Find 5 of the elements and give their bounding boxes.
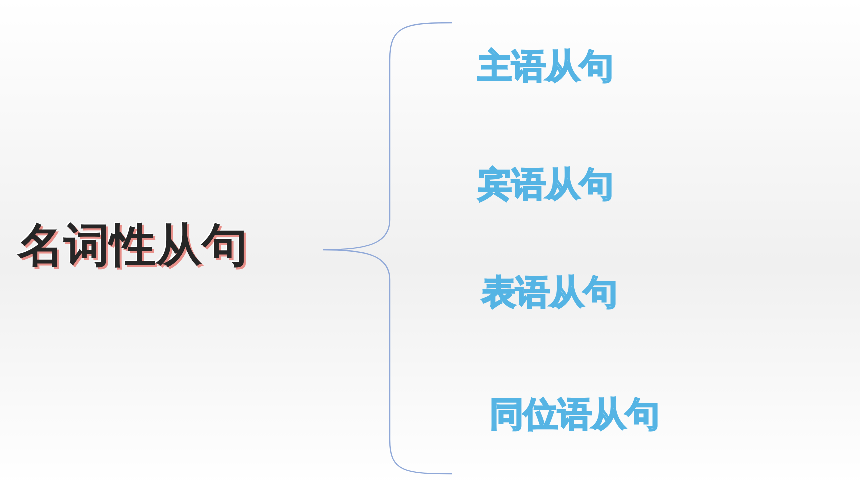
category-label: 表语从句 — [482, 276, 618, 310]
main-heading: 名词性从句 — [18, 222, 248, 268]
category-label: 同位语从句 — [490, 398, 660, 432]
category-label: 主语从句 — [478, 50, 614, 84]
category-label: 宾语从句 — [478, 168, 614, 202]
